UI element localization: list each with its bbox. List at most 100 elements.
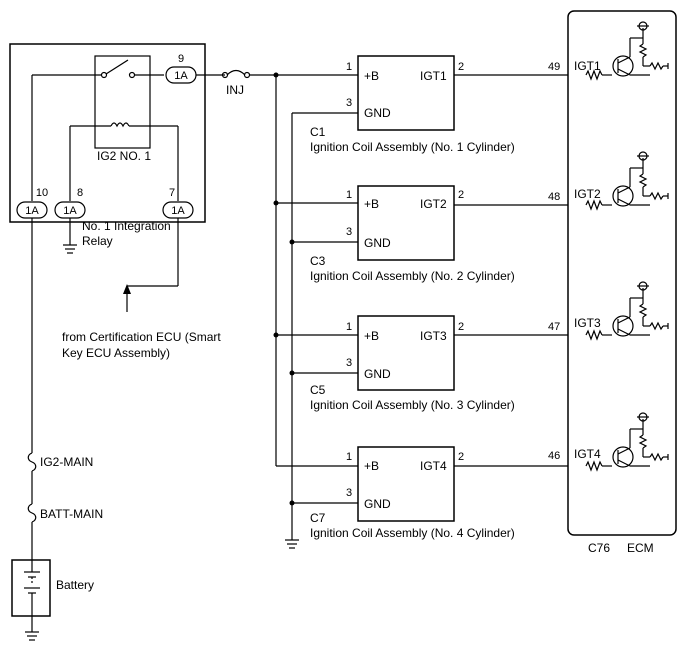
ground-icon [63,218,77,254]
coil-name: Ignition Coil Assembly (No. 4 Cylinder) [310,526,515,540]
pin-number: 3 [346,487,352,499]
fuse-icon [27,503,37,523]
pin-number: 2 [458,321,464,333]
coil-pin-label: +B [364,69,379,83]
ground-icon [25,616,39,641]
coil-pin-label: IGT1 [420,69,447,83]
resistor-icon [585,199,603,211]
ecm-pin-label: IGT3 [574,316,601,330]
coil-pin-label: +B [364,459,379,473]
resistor-icon [649,452,664,462]
coil-pin-label: IGT4 [420,459,447,473]
coil-pin-label: +B [364,329,379,343]
ignition-coil-2: +B GND IGT2 1 3 2 C3 Ignition Coil Assem… [310,185,515,283]
coil-pin-label: GND [364,497,391,511]
coil-box [357,446,455,522]
ecm-pin-label: IGT2 [574,187,601,201]
battery-label: Battery [56,578,94,592]
coil-box [357,315,455,391]
coil-pin-label: IGT2 [420,197,447,211]
connector-label: 1A [63,205,77,217]
ecm-driver-igt2: IGT2 [574,151,669,211]
coil-pin-label: +B [364,197,379,211]
resistor-icon [585,329,603,341]
relay-inner-box [94,55,151,149]
pin-number: 1 [346,61,352,73]
ground-icon [285,539,299,549]
coil-pin-label: GND [364,367,391,381]
resistor-icon [649,191,664,201]
pin-number: 3 [346,357,352,369]
resistor-icon [638,303,648,318]
ecm-name: ECM [627,541,654,555]
pin-number: 49 [548,61,560,73]
fuse-icon [27,452,37,472]
connector-label: 1A [25,205,39,217]
resistor-icon [649,61,664,71]
ignition-coil-4: +B GND IGT4 1 3 2 C7 Ignition Coil Assem… [310,446,515,540]
connector-label: 1A [171,205,185,217]
ecm-driver-igt4: IGT4 [574,412,669,472]
transistor-icon [612,55,634,77]
relay-coil-label: IG2 NO. 1 [97,149,151,163]
relay-switch-blade [105,59,129,75]
coil-name: Ignition Coil Assembly (No. 3 Cylinder) [310,398,515,412]
relay-name: Relay [82,234,113,248]
pin-number: 1 [346,451,352,463]
coil-connector: C1 [310,125,326,139]
cert-ecu-label: Key ECU Assembly) [62,346,170,360]
transistor-icon [612,185,634,207]
ignition-coil-1: +B GND IGT1 1 3 2 C1 Ignition Coil Assem… [310,55,515,154]
ecm-driver-igt1: IGT1 [574,21,669,81]
pin-number: 2 [458,61,464,73]
fuse-label-inj: INJ [226,83,244,97]
ecm-housing [567,10,677,536]
fuse-icon [226,69,246,76]
cert-ecu-label: from Certification ECU (Smart [62,330,221,344]
coil-connector: C3 [310,254,326,268]
coil-pin-label: GND [364,236,391,250]
coil-connector: C5 [310,383,326,397]
arrow-up-icon [123,284,131,294]
pin-number: 47 [548,321,560,333]
resistor-icon [649,321,664,331]
transistor-icon [612,446,634,468]
transistor-icon [612,315,634,337]
ecm-driver-igt3: IGT3 [574,281,669,341]
pin-number: 48 [548,191,560,203]
ecm-pin-label: IGT4 [574,447,601,461]
coil-connector: C7 [310,511,326,525]
battery: Battery [11,559,94,617]
pin-number: 2 [458,451,464,463]
resistor-icon [585,460,603,472]
ecm-pin-label: IGT1 [574,59,601,73]
pin-number: 8 [77,187,83,199]
coil-box [357,185,455,261]
relay-name: No. 1 Integration [82,219,171,233]
pin-number: 3 [346,97,352,109]
pin-number: 1 [346,189,352,201]
pin-number: 10 [36,187,48,199]
integration-relay: 1A 9 1A 10 1A 8 1A 7 IG2 NO. 1 No. 1 Int… [9,43,206,248]
connector-label: 1A [174,70,188,82]
resistor-icon [638,173,648,188]
relay-switch-contact [100,71,108,79]
ecm-connector: C76 [588,541,610,555]
pin-number: 3 [346,226,352,238]
coil-name: Ignition Coil Assembly (No. 1 Cylinder) [310,140,515,154]
pin-number: 2 [458,189,464,201]
fuse-label-batt-main: BATT-MAIN [40,507,103,521]
pin-number: 9 [178,53,184,65]
pin-number: 46 [548,450,560,462]
ecm: C76 ECM IGT1 IGT2 [567,10,677,555]
relay-coil-icon [110,122,130,128]
resistor-icon [638,434,648,449]
relay-switch-contact [128,71,136,79]
fuse-label-ig2-main: IG2-MAIN [40,455,93,469]
pin-number: 7 [169,187,175,199]
resistor-icon [585,69,603,81]
resistor-icon [638,43,648,58]
coil-pin-label: IGT3 [420,329,447,343]
coil-pin-label: GND [364,106,391,120]
